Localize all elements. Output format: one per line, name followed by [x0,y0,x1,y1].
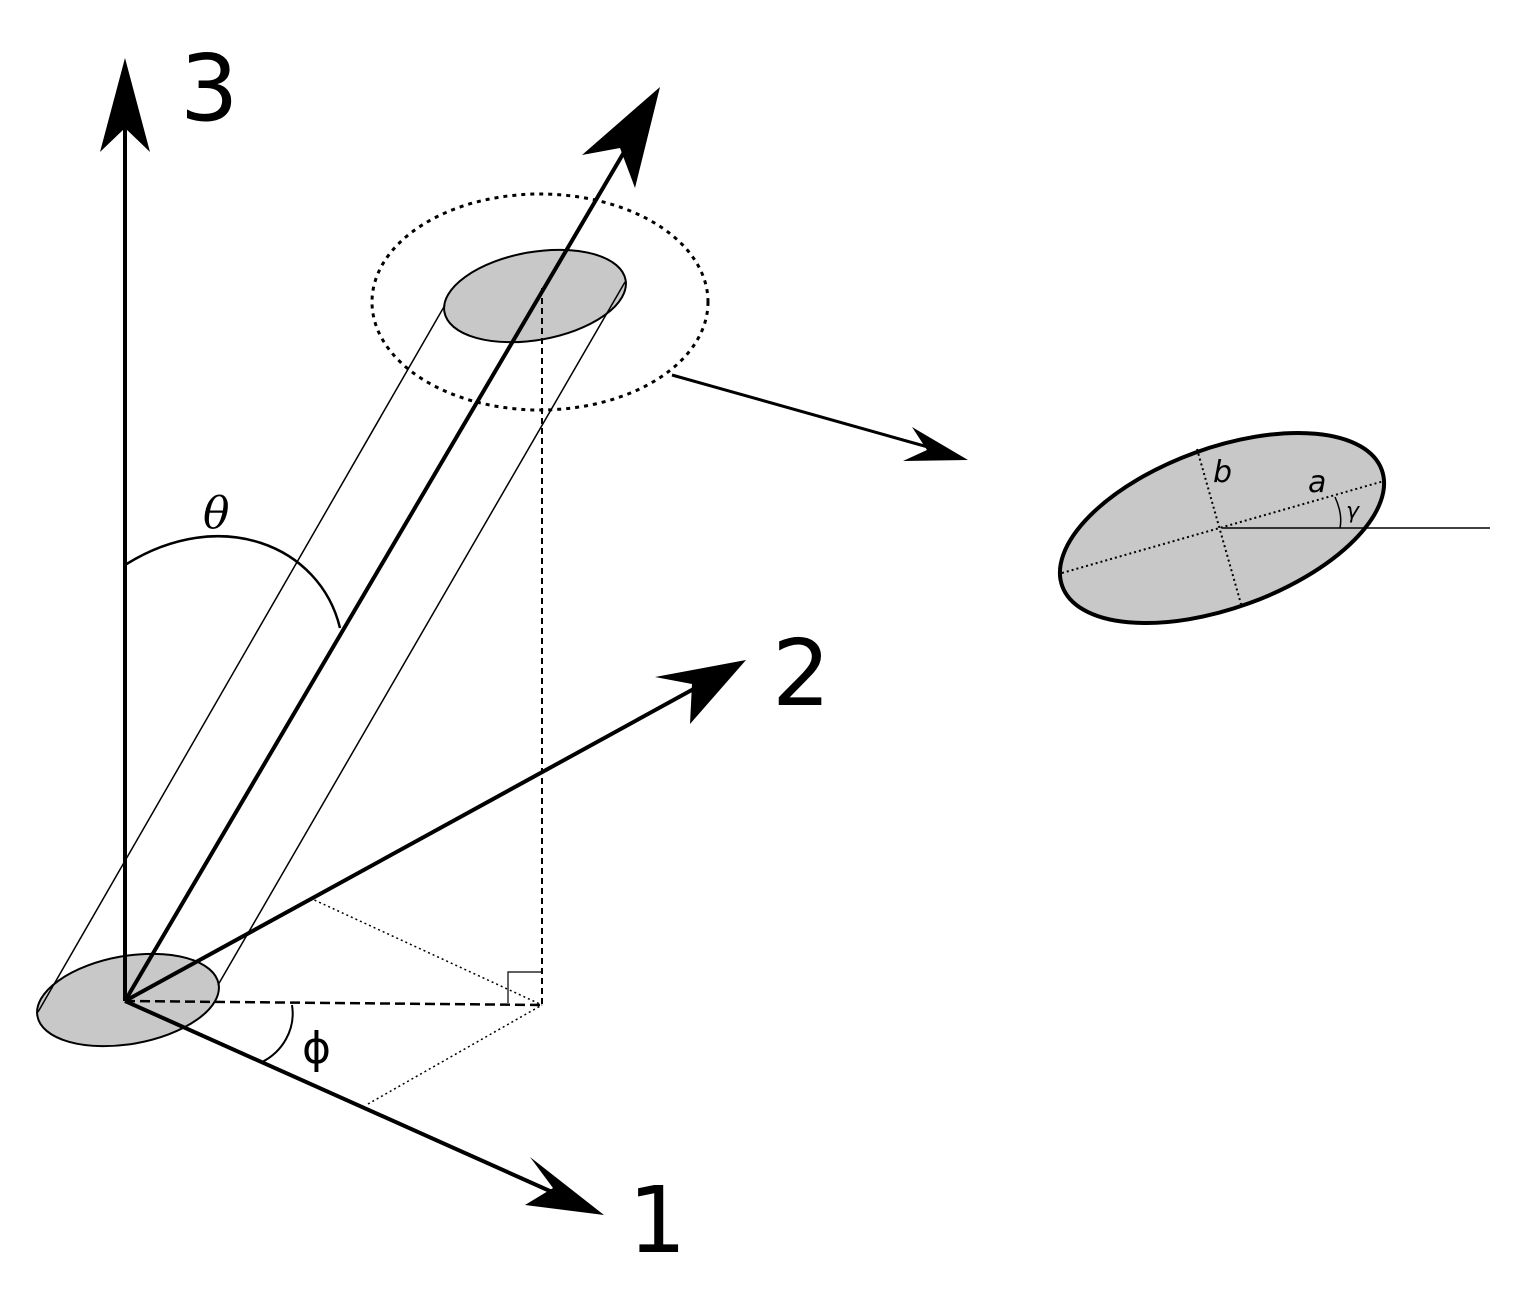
cross-section-detail: b a γ [1057,430,1490,626]
theta-label: θ [203,488,230,539]
cylinder-top-ellipse [443,248,627,344]
label-gamma: γ [1346,499,1360,524]
horizontal-projection-line [124,999,543,1007]
right-angle-marker [507,971,542,1003]
gamma-arc [1334,496,1342,529]
axis-1-label: 1 [628,1167,687,1274]
axis-2-arrowhead [655,660,746,724]
axis-1-arrowhead [525,1157,604,1215]
axis-3-label: 3 [180,35,239,142]
axis-1-line [124,999,571,1202]
cylinder-side-left [37,304,446,1013]
phi-arc [261,1004,294,1063]
plane-projection-to-axis1 [367,1004,543,1105]
label-a: a [1308,465,1326,500]
theta-arc [124,534,342,629]
fiber-direction-arrowhead [582,87,660,188]
cylinder-side-right [217,281,626,986]
axis-3-arrowhead [100,58,150,152]
axis-2-label: 2 [772,620,831,727]
zoom-arrowhead [903,427,968,461]
label-b: b [1213,455,1232,490]
minor-axis-b [1196,448,1242,605]
major-axis-a [1061,480,1385,574]
fiber-direction-line [123,123,642,1003]
zoom-arrow-line [671,373,936,451]
plane-projection-to-axis2 [309,897,543,1006]
zoom-dotted-circle [370,192,710,412]
phi-label: ϕ [302,1023,331,1074]
axis-2-line [124,678,711,1003]
